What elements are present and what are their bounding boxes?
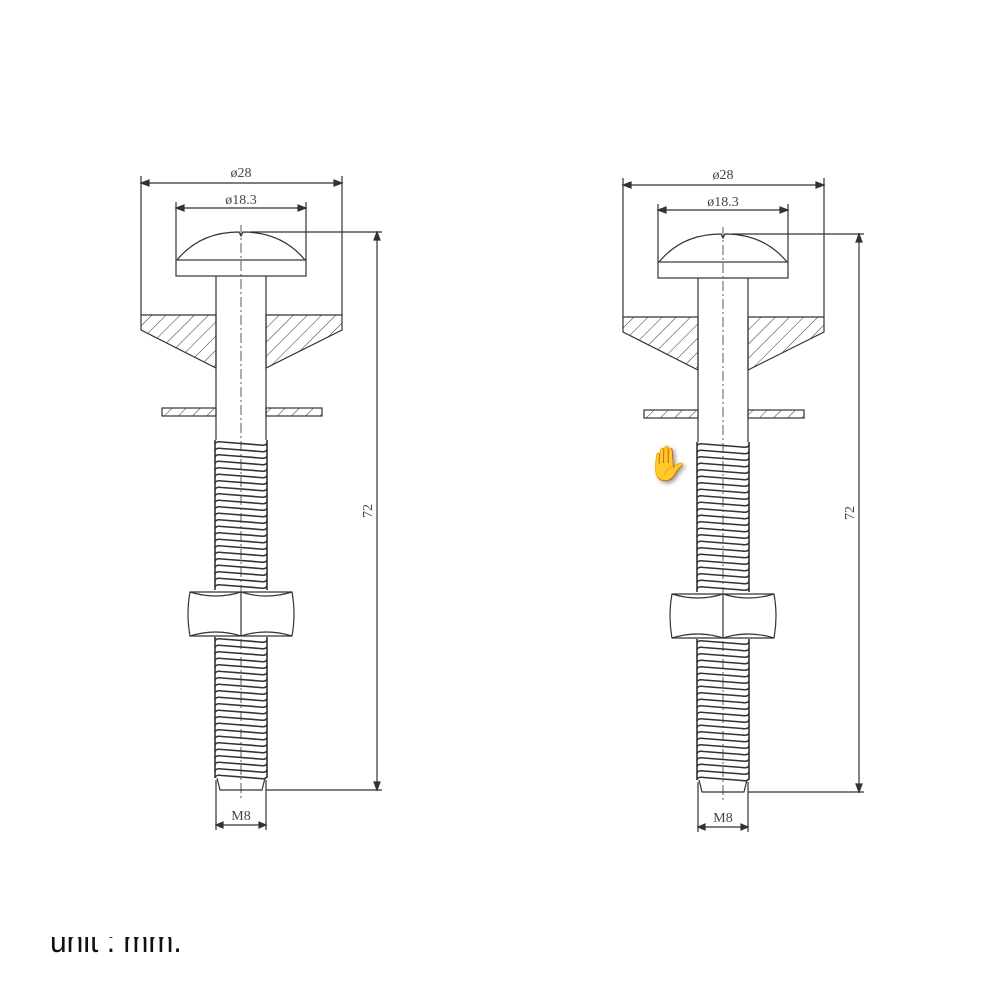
head-diameter-label: ø28 [713, 168, 734, 183]
thread-turn [214, 544, 268, 551]
dome-diameter-label: ø18.3 [707, 195, 739, 210]
thread-turn [696, 704, 750, 711]
unit-note-text: unit : mm. [50, 937, 182, 959]
thread-turn [696, 685, 750, 691]
thread-turn [214, 702, 268, 709]
hand-pointer-icon: ✋ [646, 446, 689, 483]
thread-turn [696, 776, 750, 782]
length-label: 72 [843, 506, 858, 520]
thread-turn [214, 683, 268, 689]
thread-turn [696, 756, 750, 763]
thread-turn [696, 475, 750, 481]
thread-turn [214, 670, 268, 676]
thread-turn [214, 557, 268, 564]
thread-turn [214, 473, 268, 479]
washer-section [161, 407, 323, 417]
thread-turn [696, 559, 750, 566]
thread-turn [696, 455, 750, 462]
dimension-length: 72 [250, 230, 382, 792]
dimension-dome-diameter: ø18.3 [656, 195, 790, 262]
dimension-thread: M8 [696, 782, 750, 832]
thread-turn [214, 774, 268, 780]
thread-label: M8 [713, 811, 732, 826]
head-diameter-label: ø28 [231, 166, 252, 181]
seat-plate-section [622, 316, 825, 371]
thread-turn [214, 689, 268, 696]
thread-turn [696, 763, 750, 769]
thread-turn [214, 453, 268, 460]
unit-note: unit : mm. [50, 937, 250, 959]
thread-turn [696, 546, 750, 553]
thread-turn [214, 466, 268, 473]
seat-plate-section [140, 314, 343, 369]
length-label: 72 [361, 504, 376, 518]
dimension-length: 72 [732, 232, 864, 794]
dimension-dome-diameter: ø18.3 [174, 193, 308, 260]
thread-turn [214, 754, 268, 761]
thread-turn [214, 741, 268, 748]
bolt-drawing: ø28 ø18.3 [621, 168, 864, 832]
thread-turn [696, 488, 750, 494]
washer-section [643, 409, 805, 419]
bolt-drawing: ø28 ø18.3 [139, 166, 382, 830]
thread-turn [696, 743, 750, 750]
dimension-thread: M8 [214, 780, 268, 830]
thread-turn [696, 691, 750, 698]
dimension-head-diameter: ø28 [139, 166, 344, 315]
thread-label: M8 [231, 809, 250, 824]
thread-turn [214, 486, 268, 492]
dome-diameter-label: ø18.3 [225, 193, 257, 208]
thread-turn [696, 468, 750, 475]
thread-turn [696, 672, 750, 678]
dimension-head-diameter: ø28 [621, 168, 826, 317]
thread-turn [214, 761, 268, 767]
